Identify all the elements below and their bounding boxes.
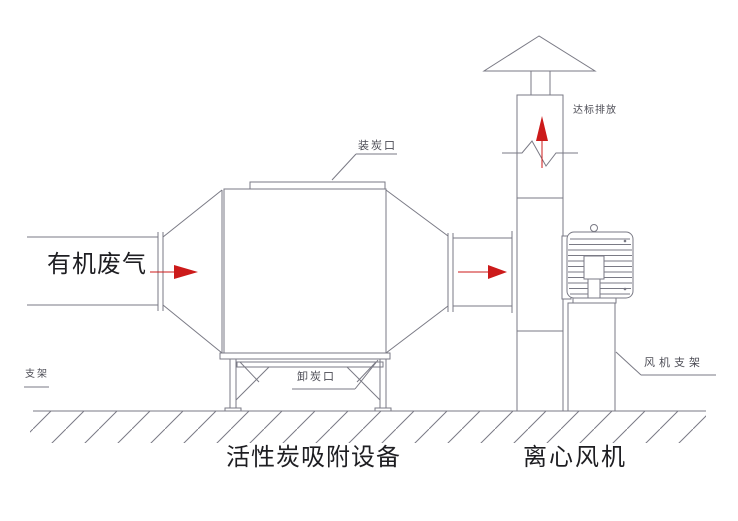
chimney-neck — [530, 71, 551, 95]
outlet-flange-left — [447, 233, 454, 312]
flow-arrow-exhaust — [536, 116, 548, 168]
inlet-diffuser — [162, 189, 223, 354]
unloading-tray — [236, 361, 384, 368]
organic-waste-gas-label: 有机废气 — [47, 250, 147, 278]
ground — [30, 410, 706, 443]
fan-support-label: 风机支架 — [644, 356, 704, 369]
outlet-flange-right — [511, 231, 518, 313]
stand-left-foot — [224, 407, 242, 412]
motor-terminal-box — [583, 255, 605, 280]
flow-arrow-duct — [458, 265, 507, 279]
adsorber-caption: 活性炭吸附设备 — [226, 443, 401, 471]
support-label: 支架 — [25, 369, 49, 380]
adsorber-stand — [224, 358, 392, 412]
carbon-unloading-port-label: 卸炭口 — [297, 370, 336, 383]
chimney-rain-cap — [482, 35, 597, 72]
pipe-break-symbol — [502, 140, 578, 167]
loading-port-leader — [331, 153, 397, 181]
inlet-pipe — [27, 236, 158, 306]
motor-eyebolt — [590, 224, 598, 232]
adsorber-box — [219, 181, 391, 360]
flow-arrow-inlet — [150, 265, 198, 279]
unloading-port-leader — [292, 359, 379, 390]
motor — [561, 224, 634, 300]
fan-support-leader — [615, 351, 716, 376]
stand-right-foot — [374, 407, 392, 412]
fan-caption: 离心风机 — [523, 443, 627, 471]
adsorber-lid — [249, 181, 386, 190]
outlet-converger — [385, 189, 449, 354]
fan-column — [516, 94, 564, 412]
motor-mount — [587, 278, 601, 299]
carbon-loading-port-label: 装炭口 — [358, 139, 397, 152]
adsorber-bottom-flange — [219, 352, 391, 360]
compliant-discharge-label: 达标排放 — [573, 105, 617, 116]
outlet-duct — [453, 237, 512, 307]
stand-left-leg — [229, 358, 237, 409]
fan-pedestal — [567, 296, 617, 412]
